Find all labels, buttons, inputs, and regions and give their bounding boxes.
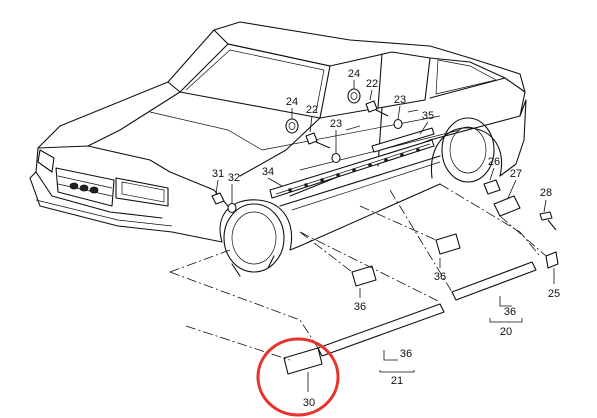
callout-22: 22 xyxy=(366,78,378,90)
callout-36: 36 xyxy=(400,348,412,360)
highlight-circle xyxy=(256,337,340,417)
callout-36: 36 xyxy=(354,301,366,313)
callout-34: 34 xyxy=(262,166,274,178)
moulding-strips xyxy=(269,127,559,375)
callout-22: 22 xyxy=(306,104,318,116)
callout-35: 35 xyxy=(422,110,434,122)
leader-lines xyxy=(215,80,555,392)
callout-labels: 24 22 24 22 23 23 35 34 31 32 26 27 28 3… xyxy=(212,68,560,409)
callout-21: 21 xyxy=(391,375,403,387)
car-body xyxy=(29,21,527,277)
callout-36: 36 xyxy=(504,306,516,318)
callout-30: 30 xyxy=(303,397,315,409)
callout-24: 24 xyxy=(348,68,360,80)
callout-23: 23 xyxy=(394,94,406,106)
callout-32: 32 xyxy=(228,172,240,184)
callout-24: 24 xyxy=(286,96,298,108)
callout-31: 31 xyxy=(212,168,224,180)
callout-36: 36 xyxy=(434,271,446,283)
fasteners xyxy=(211,88,557,287)
callout-27: 27 xyxy=(510,168,522,180)
callout-28: 28 xyxy=(540,187,552,199)
callout-26: 26 xyxy=(488,156,500,168)
callout-23: 23 xyxy=(330,118,342,130)
callout-25: 25 xyxy=(548,288,560,300)
callout-20: 20 xyxy=(500,326,512,338)
assembly-lines xyxy=(169,183,547,361)
